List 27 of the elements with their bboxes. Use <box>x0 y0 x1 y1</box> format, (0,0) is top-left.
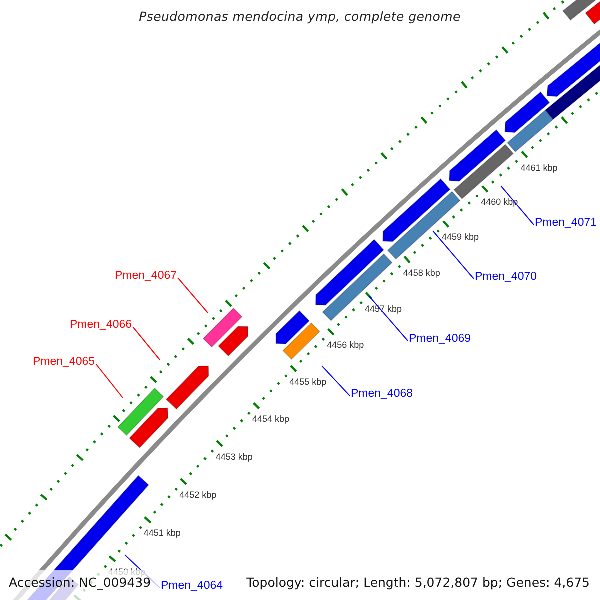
position-label: 4451 kbp <box>144 528 181 540</box>
position-label: 4458 kbp <box>403 268 440 279</box>
accession-text: Accession: NC_009439 <box>9 575 152 590</box>
gene-label: Pmen_4070 <box>475 270 538 284</box>
position-label: 4455 kbp <box>290 376 327 388</box>
position-label: 4452 kbp <box>180 490 217 501</box>
position-label: 4459 kbp <box>442 232 480 244</box>
position-label: 4454 kbp <box>252 414 290 426</box>
gene-label: Pmen_4066 <box>70 318 132 332</box>
gene-label: Pmen_4065 <box>33 355 96 369</box>
leader-line <box>132 326 160 360</box>
map-title: Pseudomonas mendocina ymp, complete genome <box>139 9 461 24</box>
gene-label: Pmen_4067 <box>115 269 178 283</box>
position-label: 4453 kbp <box>216 452 253 463</box>
leader-line <box>322 366 350 396</box>
position-label: 4456 kbp <box>327 340 364 352</box>
leader-line <box>368 296 408 342</box>
genome-summary-text: Topology: circular; Length: 5,072,807 bp; Genes: 4,675 <box>246 575 590 590</box>
leader-line <box>432 230 474 280</box>
gene-label: Pmen_4064 <box>161 579 224 593</box>
gene-label: Pmen_4068 <box>351 387 414 401</box>
leader-line <box>178 278 208 314</box>
gene-label: Pmen_4071 <box>535 216 598 230</box>
leader-line <box>96 364 124 398</box>
leader-line <box>500 186 534 226</box>
gene-label: Pmen_4069 <box>409 332 472 346</box>
position-label: 4461 kbp <box>520 162 558 174</box>
